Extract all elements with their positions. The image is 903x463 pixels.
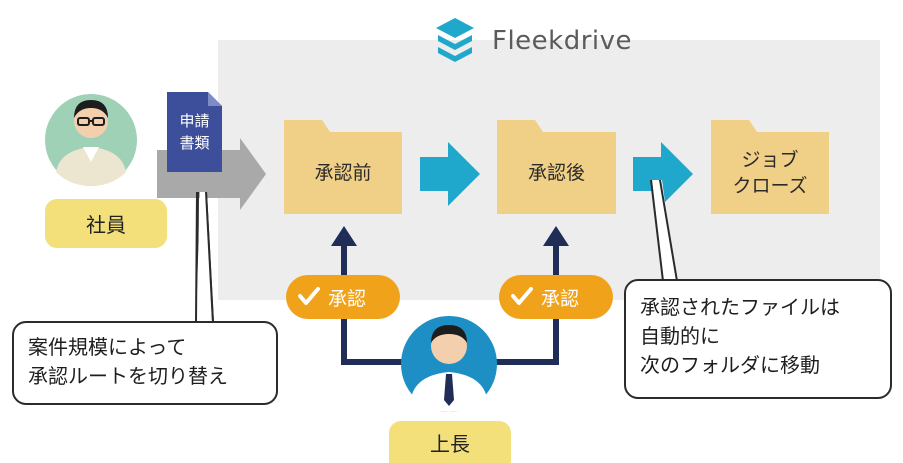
job-close-line-2: クローズ <box>732 175 808 197</box>
approve-badge-left: 承認 <box>286 275 400 319</box>
approve-label-right: 承認 <box>541 287 580 310</box>
folder-job-close-label: ジョブ クローズ <box>711 132 829 214</box>
folder-before-label: 承認前 <box>314 162 372 184</box>
application-document <box>167 92 222 172</box>
fleekdrive-logo-icon <box>436 18 474 62</box>
folder-before <box>284 120 402 214</box>
fleekdrive-logo: Fleekdrive <box>428 14 648 68</box>
check-icon <box>511 287 533 305</box>
boss-avatar <box>401 316 497 412</box>
approve-badge-right: 承認 <box>499 275 613 319</box>
callout-left-line-1: 案件規模によって <box>28 335 187 359</box>
callout-route-switch: 案件規模によって 承認ルートを切り替え <box>12 321 278 405</box>
employee-avatar <box>45 94 137 186</box>
boss-label: 上長 <box>389 421 511 463</box>
employee-label: 社員 <box>45 199 167 248</box>
check-icon <box>298 287 320 305</box>
document-line-1: 申請 <box>179 112 210 130</box>
callout-right-line-2: 自動的に <box>640 324 720 348</box>
folder-after <box>497 120 616 214</box>
arrowhead-before <box>331 226 357 246</box>
callout-left-line-2: 承認ルートを切り替え <box>28 364 228 388</box>
job-close-line-1: ジョブ <box>741 149 799 171</box>
folder-job-close <box>711 120 829 214</box>
callout-right-line-3: 次のフォルダに移動 <box>640 353 820 377</box>
logo-name: Fleekdrive <box>492 26 633 56</box>
folder-after-label: 承認後 <box>527 162 585 184</box>
callout-auto-move: 承認されたファイルは 自動的に 次のフォルダに移動 <box>624 279 892 399</box>
flow-arrow-2 <box>633 142 693 206</box>
flow-arrow-1 <box>420 142 480 206</box>
document-label: 申請 書類 <box>167 110 222 154</box>
callout-right-line-1: 承認されたファイルは <box>640 295 840 319</box>
document-line-2: 書類 <box>179 134 210 152</box>
arrowhead-after <box>543 226 569 246</box>
approve-label-left: 承認 <box>328 287 367 310</box>
